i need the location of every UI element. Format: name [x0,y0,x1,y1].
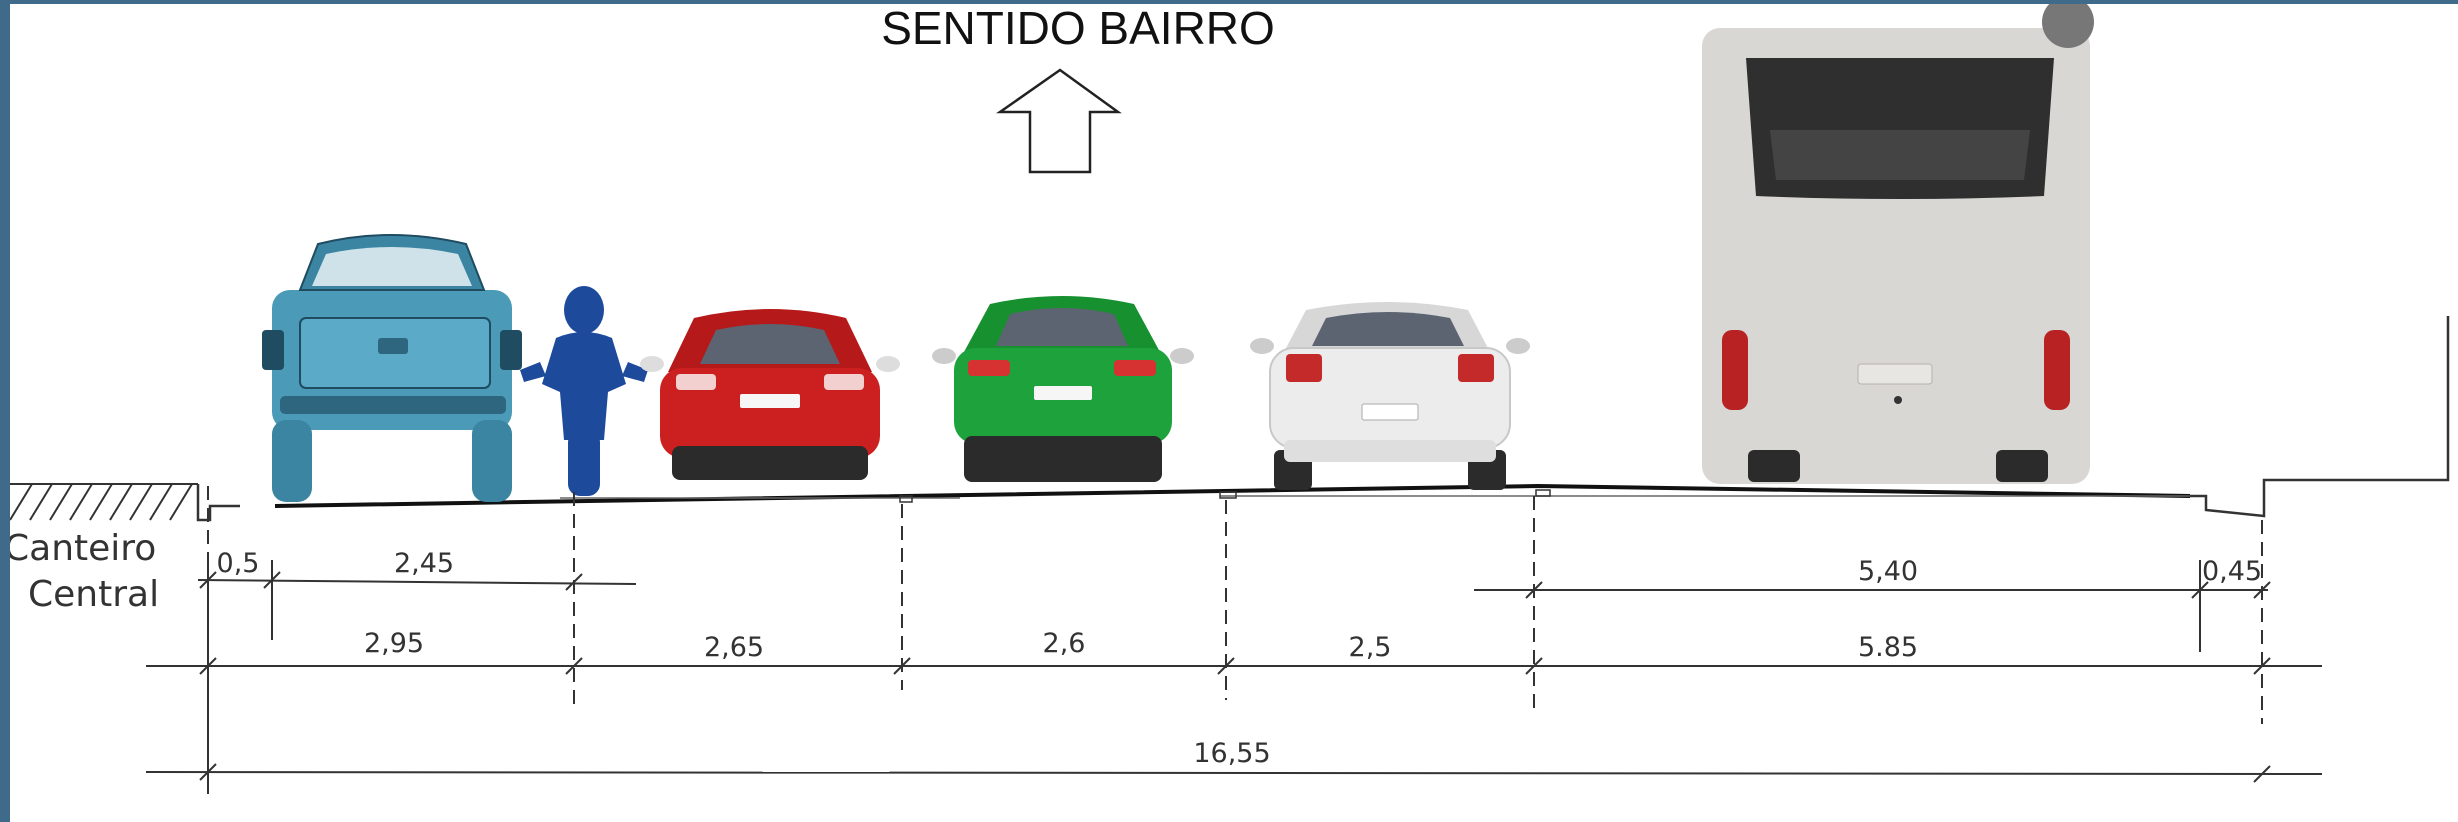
road-surface [274,483,2191,508]
red-car [640,309,900,480]
dim-label: 2,45 [394,548,454,579]
right-curb [2190,316,2450,518]
median-label-line2: Central [28,574,159,615]
dim-label: 0,45 [2202,556,2262,587]
dim-label: 2,5 [1349,632,1392,663]
motorcycle [520,286,648,496]
dim-label: 5.85 [1858,632,1918,663]
dim-label: 2,6 [1043,628,1086,659]
median-hatch [10,483,198,521]
dim-label: 2,95 [364,628,424,659]
up-arrow-icon [996,68,1122,174]
left-curb [196,484,240,522]
dim-label: 2,65 [704,632,764,663]
road-cross-section-svg: SENTIDO BAIRRO [10,4,2450,794]
dim-label: 5,40 [1858,556,1918,587]
cross-section-drawing: SENTIDO BAIRRO [10,4,2458,822]
bus [1702,4,2094,484]
white-car [1250,302,1530,490]
lane-dividers [207,486,2263,724]
median-label-line1: Canteiro [10,528,156,569]
green-car [932,296,1194,482]
dim-label: 0,5 [217,548,260,579]
total-width-label: 16,55 [1193,738,1270,769]
direction-title: SENTIDO BAIRRO [881,4,1275,54]
pickup-truck [262,234,522,502]
